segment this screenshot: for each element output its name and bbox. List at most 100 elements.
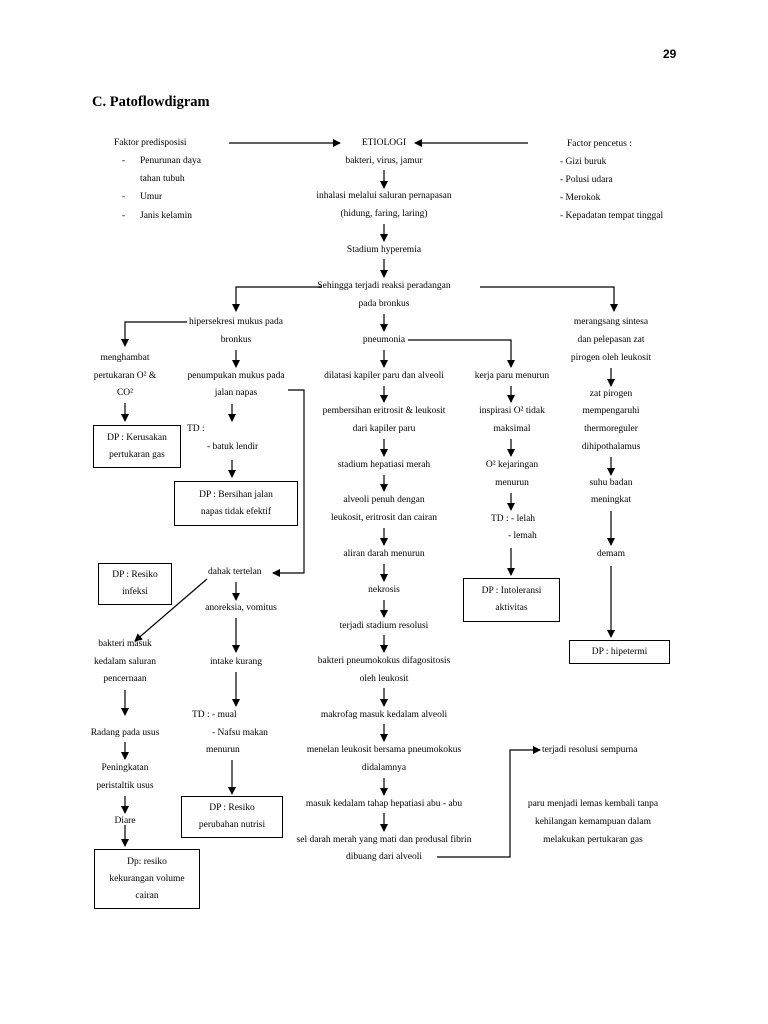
node-nekrosis: nekrosis	[368, 585, 400, 595]
node-hepatiasi-abu: masuk kedalam tahap hepatiasi abu - abu	[305, 799, 463, 809]
predisposisi-item: Janis kelamin	[140, 211, 192, 221]
node-intake-kurang: intake kurang	[210, 657, 262, 667]
dp-label: infeksi	[122, 587, 148, 597]
td-batuk: - batuk lendir	[207, 442, 259, 452]
predisposisi-bullet: -	[122, 156, 126, 166]
node-suhu-badan: meningkat	[590, 495, 632, 505]
node-paru-lemas: kehilangan kemampuan dalam	[534, 817, 652, 827]
section-title: C. Patoflowdigram	[92, 94, 210, 110]
node-inhalasi: inhalasi melalui saluran pernapasan	[316, 191, 452, 201]
dp-label: DP : Bersihan jalan	[199, 489, 273, 500]
node-penumpukan-mukus: jalan napas	[214, 388, 258, 398]
node-etiologi: ETIOLOGI	[361, 138, 407, 148]
dp-label: cairan	[135, 890, 159, 901]
node-zat-pirogen: mempengaruhi	[582, 406, 640, 416]
predisposisi-bullet: -	[122, 192, 126, 202]
dp-label: napas tidak efektif	[200, 506, 272, 517]
node-demam: demam	[597, 549, 625, 559]
node-zat-pirogen: dihipothalamus	[581, 442, 641, 452]
node-menghambat: menghambat	[100, 353, 150, 363]
node-merangsang: dan pelepasan zat	[577, 335, 645, 345]
td-batuk: TD :	[187, 424, 205, 434]
node-zat-pirogen: zat pirogen	[589, 389, 633, 399]
pencetus-title: Factor pencetus :	[567, 139, 632, 149]
dp-hipertermi: DP : hipetermi	[569, 640, 670, 664]
node-menghambat: CO²	[116, 388, 134, 398]
node-o2-jaringan: menurun	[495, 478, 529, 488]
node-diare: Diare	[114, 816, 136, 826]
dp-label: pertukaran gas	[109, 449, 165, 460]
dp-label: DP : Kerusakan	[107, 432, 167, 443]
td-lelah: TD : - lelah	[491, 514, 536, 524]
node-inspirasi: maksimal	[493, 424, 531, 434]
node-hepatiasi-merah: stadium hepatiasi merah	[337, 460, 431, 470]
predisposisi-item: Umur	[140, 192, 163, 202]
node-merangsang: merangsang sintesa	[573, 317, 649, 327]
node-hipersekresi: hipersekresi mukus pada	[189, 317, 283, 327]
node-pembersihan: dari kapiler paru	[352, 424, 416, 434]
node-alveoli: alveoli penuh dengan	[343, 495, 425, 505]
dp-label: DP : Intoleransi	[481, 586, 542, 596]
node-inspirasi: inspirasi O² tidak	[479, 406, 545, 416]
dp-label: DP : Resiko	[112, 570, 158, 580]
node-bakteri: bakteri, virus, jamur	[345, 156, 423, 166]
dp-resiko-infeksi: DP : Resiko infeksi	[98, 563, 172, 605]
predisposisi-bullet: -	[122, 211, 126, 221]
dp-label: DP : Resiko	[209, 803, 255, 813]
node-alveoli: leukosit, eritrosit dan cairan	[330, 513, 438, 523]
node-bakteri-masuk: pencernaan	[103, 674, 147, 684]
pencetus-item: - Merokok	[560, 193, 601, 203]
page-number: 29	[663, 47, 677, 61]
node-resolusi-sempurna: terjadi resolusi sempurna	[542, 745, 638, 755]
predisposisi-item: Penurunan daya	[140, 156, 201, 166]
td-lelah: - lemah	[508, 531, 537, 541]
node-kerja-paru: kerja paru menurun	[474, 371, 550, 381]
dp-label: Dp: resiko	[127, 856, 167, 867]
node-menghambat: pertukaran O² &	[93, 371, 157, 381]
node-inhalasi: (hidung, faring, laring)	[340, 209, 428, 219]
node-dilatasi: dilatasi kapiler paru dan alveoli	[324, 371, 444, 381]
dp-label: kekurangan volume	[109, 873, 185, 884]
node-sel-darah: dibuang dari alveoli	[346, 852, 422, 862]
predisposisi-title: Faktor predisposisi	[114, 138, 187, 148]
node-penumpukan-mukus: penumpukan mukus pada	[187, 371, 285, 381]
dp-label: perubahan nutrisi	[198, 820, 266, 830]
node-bakteri-masuk: kedalam saluran	[94, 657, 156, 667]
node-stadium-resolusi: terjadi stadium resolusi	[339, 621, 429, 631]
pencetus-item: - Kepadatan tempat tinggal	[560, 211, 664, 221]
node-o2-jaringan: O² kejaringan	[485, 460, 539, 470]
td-mual: - Nafsu makan	[212, 728, 268, 738]
node-makrofag: makrofag masuk kedalam alveoli	[320, 710, 448, 720]
dp-bersihan-jalan-napas: DP : Bersihan jalan napas tidak efektif	[174, 481, 298, 526]
node-pneumonia: pneumonia	[362, 335, 406, 345]
node-dahak-tertelan: dahak tertelan	[208, 567, 262, 577]
node-reaksi-peradangan: Sehingga terjadi reaksi peradangan	[317, 281, 451, 291]
node-radang-usus: Radang pada usus	[90, 728, 160, 738]
dp-intoleransi-aktivitas: DP : Intoleransi aktivitas	[463, 578, 560, 622]
node-bakteri-pneumokokus: oleh leukosit	[359, 674, 409, 684]
node-reaksi-peradangan: pada bronkus	[358, 299, 410, 309]
dp-label: DP : hipetermi	[591, 646, 648, 657]
node-pembersihan: pembersihan eritrosit & leukosit	[322, 406, 446, 416]
node-bakteri-pneumokokus: bakteri pneumokokus difagositosis	[317, 656, 451, 666]
td-mual: TD : - mual	[192, 710, 237, 720]
dp-label: aktivitas	[495, 603, 528, 613]
predisposisi-item: tahan tubuh	[140, 174, 185, 184]
node-merangsang: pirogen oleh leukosit	[570, 353, 652, 363]
node-paru-lemas: paru menjadi lemas kembali tanpa	[527, 799, 659, 809]
node-bakteri-masuk: bakteri masuk	[98, 639, 152, 649]
pencetus-item: - Gizi buruk	[560, 157, 607, 167]
node-menelan-leukosit: menelan leukosit bersama pneumokokus	[306, 745, 462, 755]
node-stadium-hyperemia: Stadium hyperemia	[346, 245, 422, 255]
node-anoreksia: anoreksia, vomitus	[205, 603, 277, 613]
node-aliran-darah: aliran darah menurun	[343, 549, 425, 559]
node-suhu-badan: suhu badan	[589, 478, 633, 488]
node-paru-lemas: melakukan pertukaran gas	[543, 835, 643, 845]
node-zat-pirogen: thermoreguler	[584, 424, 638, 434]
dp-kerusakan-pertukaran-gas: DP : Kerusakan pertukaran gas	[93, 425, 181, 468]
node-hipersekresi: bronkus	[220, 335, 252, 345]
node-peningkatan-peristaltik: peristaltik usus	[96, 781, 154, 791]
node-menelan-leukosit: didalamnya	[361, 763, 407, 773]
pencetus-item: - Polusi udara	[560, 175, 613, 185]
dp-perubahan-nutrisi: DP : Resiko perubahan nutrisi	[181, 796, 283, 838]
